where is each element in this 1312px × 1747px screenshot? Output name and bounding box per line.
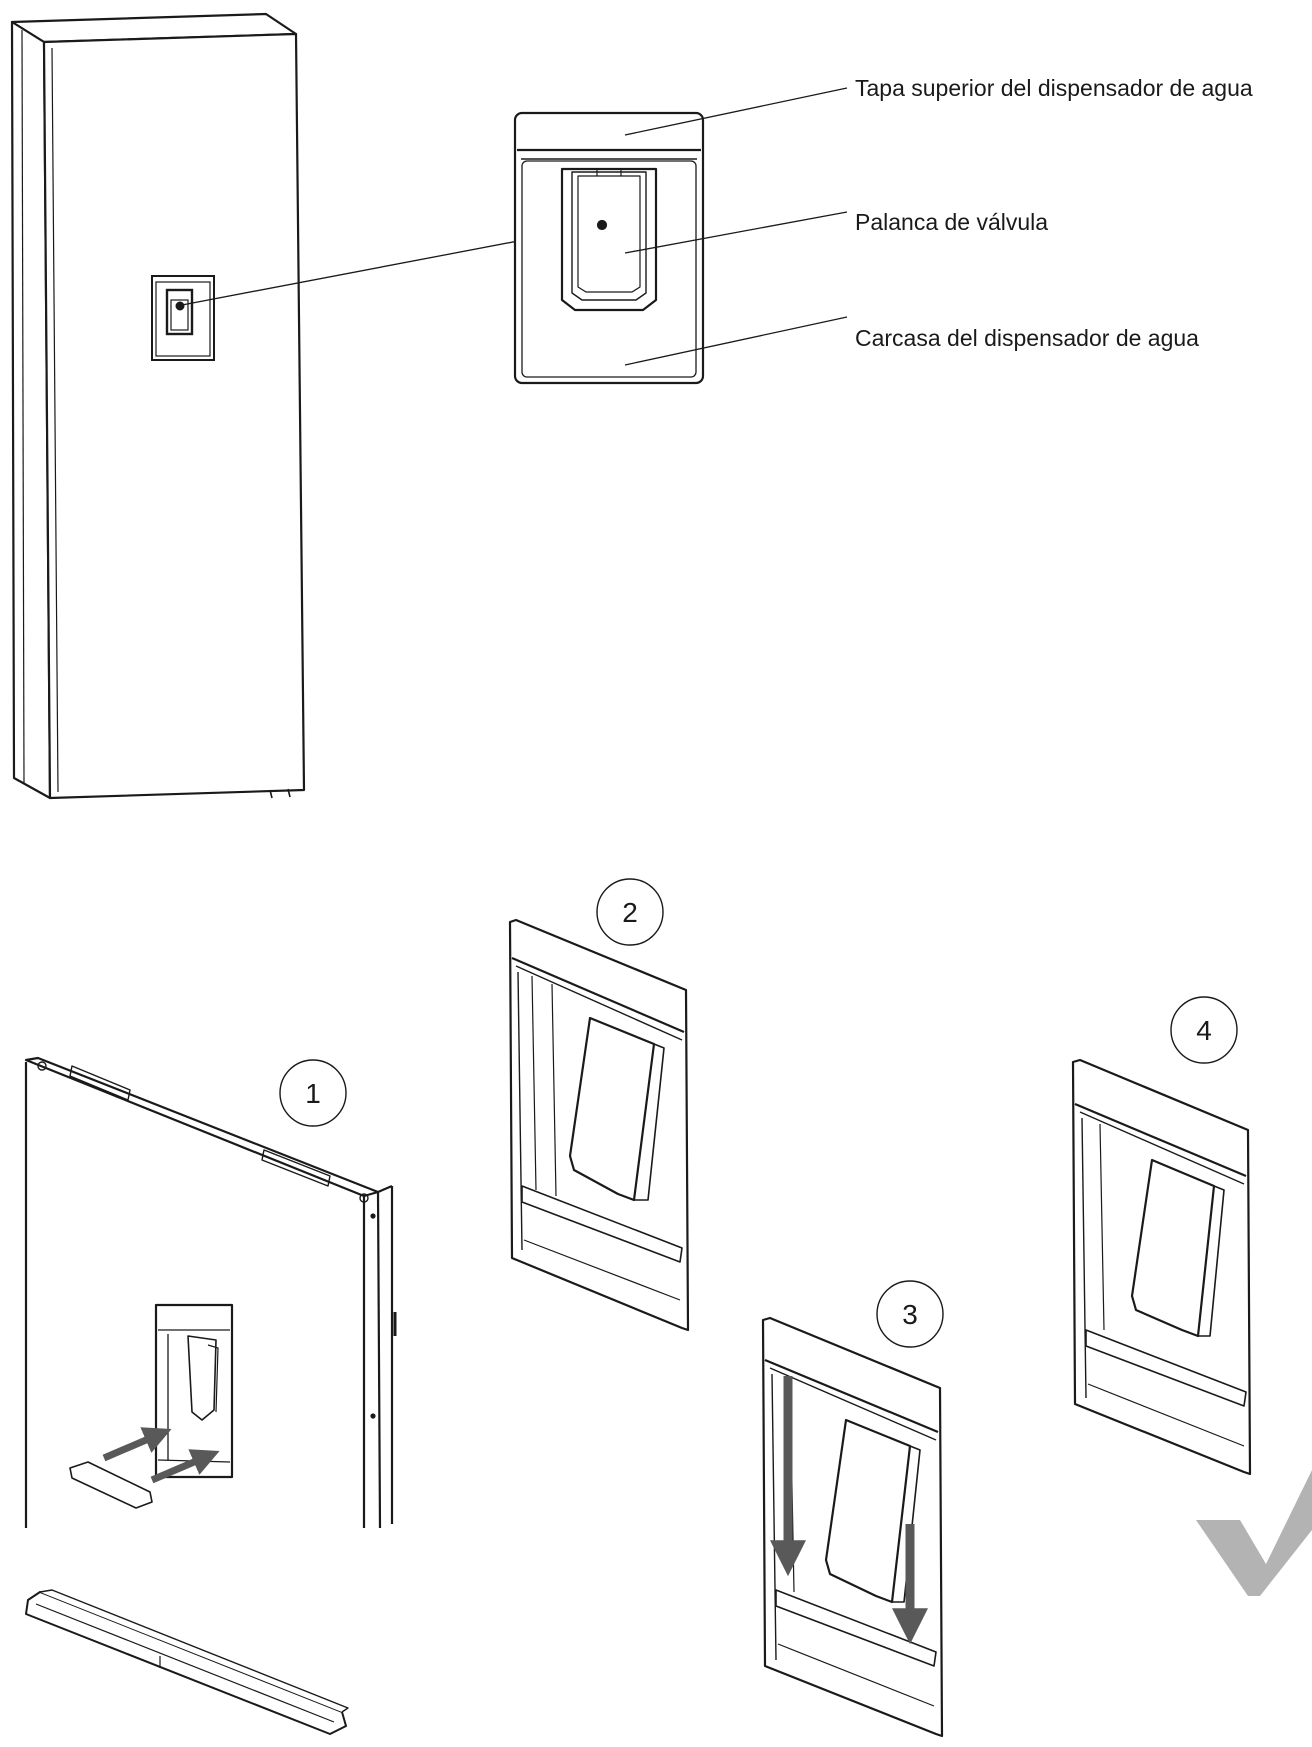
fridge-dispenser — [151, 275, 215, 361]
step3-badge: 3 — [876, 1280, 944, 1348]
label-housing: Carcasa del dispensador de agua — [855, 325, 1199, 351]
step3-number: 3 — [902, 1299, 918, 1330]
step2-badge: 2 — [596, 878, 664, 946]
dispenser-detail — [513, 111, 705, 385]
label-valve-lever: Palanca de válvula — [855, 209, 1048, 235]
refrigerator — [10, 12, 306, 800]
leader-line-housing — [624, 316, 848, 366]
step4-dispenser — [1071, 1058, 1252, 1476]
step1-badge: 1 — [279, 1059, 347, 1127]
step4-number: 4 — [1196, 1015, 1212, 1046]
leader-line-top-cover — [624, 87, 848, 136]
detached-drip-tray — [25, 1589, 349, 1735]
step3-circle — [876, 1280, 944, 1348]
step1-circle — [279, 1059, 347, 1127]
arrow-icon — [150, 1449, 220, 1484]
label-top-cover: Tapa superior del dispensador de agua — [855, 75, 1253, 101]
leader-line-valve-lever — [624, 211, 848, 254]
check-mark-icon — [1196, 1470, 1312, 1596]
arrow-icon — [102, 1427, 172, 1462]
step2-circle — [596, 878, 664, 946]
step1-number: 1 — [305, 1078, 321, 1109]
step1-door — [24, 1056, 397, 1529]
step3-arrows — [770, 1376, 928, 1645]
step2-number: 2 — [622, 897, 638, 928]
step4-badge: 4 — [1170, 996, 1238, 1064]
step2-dispenser — [508, 918, 690, 1332]
step4-circle — [1170, 996, 1238, 1064]
step1-arrows — [102, 1427, 220, 1484]
